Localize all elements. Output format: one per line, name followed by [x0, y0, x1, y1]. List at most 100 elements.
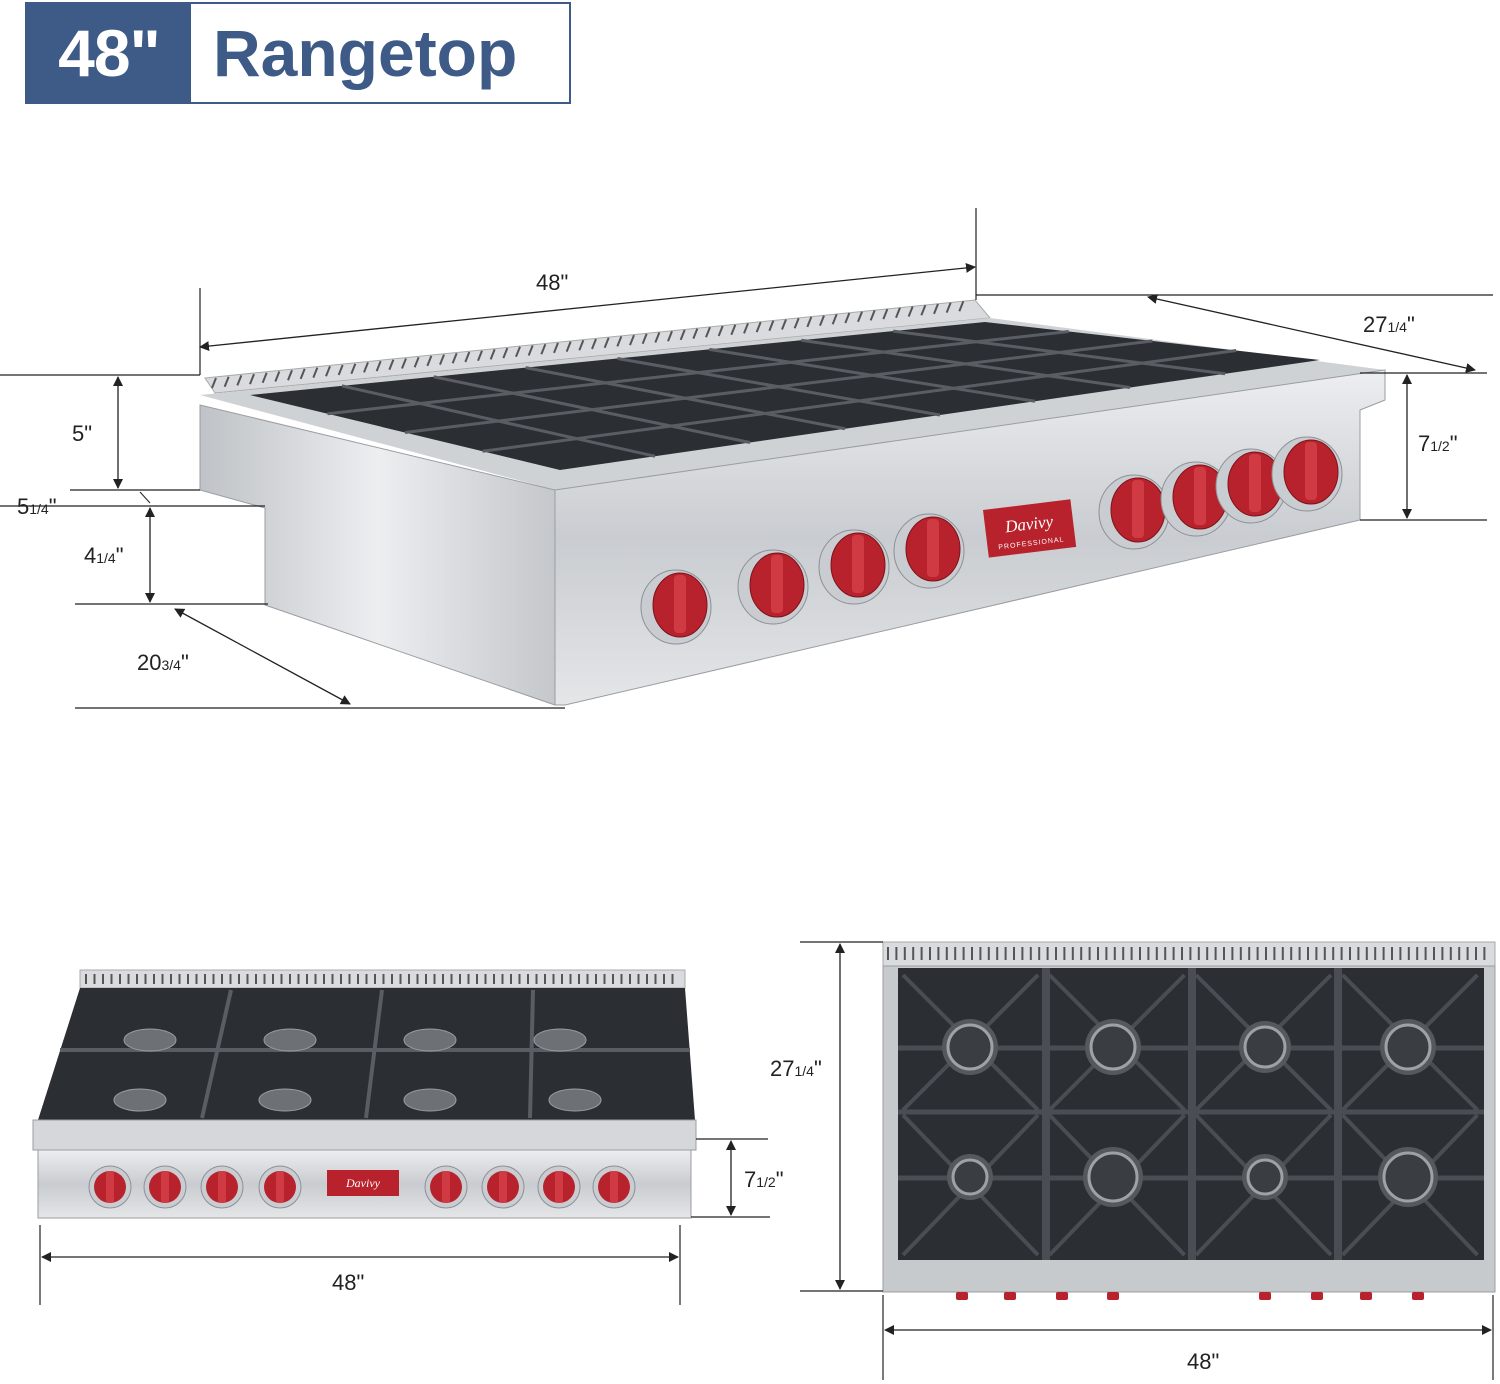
grate-bar — [200, 989, 233, 1119]
front-brand-name: Davivy — [345, 1176, 381, 1190]
knob-grip — [106, 1171, 114, 1203]
dim-height-front: 71/2" — [691, 1138, 784, 1218]
knob-tip — [1004, 1292, 1016, 1300]
knob-grip — [555, 1171, 563, 1203]
knob-grip — [499, 1171, 507, 1203]
top-vent — [882, 941, 1496, 967]
knob-tip — [1311, 1292, 1323, 1300]
knob-grip — [771, 555, 783, 613]
dim-depth-top: 271/4" — [770, 941, 883, 1292]
knob-row-angled — [640, 436, 1343, 645]
vent-slot — [426, 355, 433, 367]
dim-front-height-label: 71/2" — [744, 1167, 784, 1192]
knob-row-front — [88, 1165, 636, 1209]
burner — [123, 1028, 177, 1052]
grate-area — [250, 322, 1320, 470]
knob-grip — [1249, 454, 1261, 512]
burner — [113, 1088, 167, 1112]
dim-width-top: 48" — [882, 1295, 1494, 1380]
vent-slot — [223, 376, 230, 388]
dim-top-height-label: 5" — [72, 421, 92, 446]
burner — [258, 1088, 312, 1112]
grate-lines — [60, 989, 690, 1119]
knob-grip — [1132, 480, 1144, 538]
burner — [533, 1028, 587, 1052]
burner — [1089, 1023, 1137, 1071]
knob-grip — [1305, 442, 1317, 500]
dim-width-front: 48" — [39, 1225, 681, 1305]
vent-slot — [489, 349, 496, 360]
dim-top-width-label: 48" — [1187, 1349, 1219, 1374]
dim-height-label: 71/2" — [1418, 431, 1458, 456]
burner — [1382, 1151, 1434, 1203]
vent-slots — [85, 974, 674, 984]
dim-step-label: 51/4" — [17, 494, 57, 519]
grate-bar — [528, 989, 535, 1119]
burner — [946, 1023, 994, 1071]
vent-slot — [261, 372, 268, 384]
front-view: Davivy 71/2" 48" — [32, 969, 784, 1305]
front-ledge — [32, 1119, 697, 1151]
dim-front-width-label: 48" — [332, 1270, 364, 1295]
dim-base-height-label: 41/4" — [84, 543, 124, 568]
knob-grip — [927, 519, 939, 577]
burner — [951, 1158, 989, 1196]
knob-tip — [1259, 1292, 1271, 1300]
knob-tips — [956, 1292, 1424, 1300]
knob-tip — [1056, 1292, 1068, 1300]
dim-top-height: 5" — [0, 374, 200, 491]
brand-badge: Davivy PROFESSIONAL — [983, 499, 1077, 558]
vent-slot — [350, 363, 357, 375]
vent-slot — [388, 359, 395, 371]
burner — [1243, 1025, 1287, 1069]
title-banner: 48" Rangetop — [25, 2, 571, 104]
knob-tip — [956, 1292, 968, 1300]
vent-slot — [451, 352, 458, 364]
knob-grip — [218, 1171, 226, 1203]
burner — [403, 1088, 457, 1112]
burner — [1384, 1023, 1432, 1071]
dim-width-label: 48" — [536, 270, 568, 295]
vent-slot — [337, 364, 344, 376]
knob-tip — [1107, 1292, 1119, 1300]
angled-view: Davivy PROFESSIONAL 48" 271/4" 71/2" 5" — [0, 208, 1493, 709]
vent-slot — [439, 354, 445, 365]
dim-width-angled: 48" — [199, 208, 977, 375]
grate-bar — [404, 339, 1153, 434]
vent-slot — [274, 371, 281, 382]
title-name: Rangetop — [213, 16, 518, 90]
vent-slot — [325, 365, 331, 377]
vent-slot — [236, 375, 243, 386]
vent-slot — [312, 367, 319, 378]
vent-slot — [299, 368, 306, 380]
knob-grip — [674, 575, 686, 633]
top-view: 271/4" 48" — [770, 941, 1496, 1380]
knob-grip — [610, 1171, 618, 1203]
dim-height-angled: 71/2" — [1360, 372, 1487, 521]
vent-slot — [477, 350, 483, 362]
vent-slot — [287, 369, 293, 381]
dim-step: 51/4" — [0, 491, 265, 519]
knob-grip — [161, 1171, 169, 1203]
dim-depth-label: 271/4" — [1363, 312, 1415, 337]
vent-slots — [887, 947, 1486, 960]
knob-grip — [1194, 467, 1206, 525]
burner — [1087, 1151, 1139, 1203]
burner — [1246, 1158, 1284, 1196]
front-brand-badge: Davivy — [327, 1170, 399, 1196]
burner — [403, 1028, 457, 1052]
vent-slot — [375, 360, 382, 372]
burner — [263, 1028, 317, 1052]
dim-top-depth-label: 271/4" — [770, 1056, 822, 1081]
burner-grid — [942, 1019, 1438, 1207]
vent-slot — [401, 358, 407, 369]
title-size: 48" — [27, 4, 191, 102]
grate-bar — [482, 349, 1237, 453]
vent-slot — [413, 356, 420, 368]
vent-slot — [211, 377, 217, 389]
dim-base-depth: 203/4" — [75, 608, 565, 709]
burner — [548, 1088, 602, 1112]
knob-grip — [276, 1171, 284, 1203]
knob-tip — [1412, 1292, 1424, 1300]
dim-depth-angled: 271/4" — [976, 294, 1493, 373]
